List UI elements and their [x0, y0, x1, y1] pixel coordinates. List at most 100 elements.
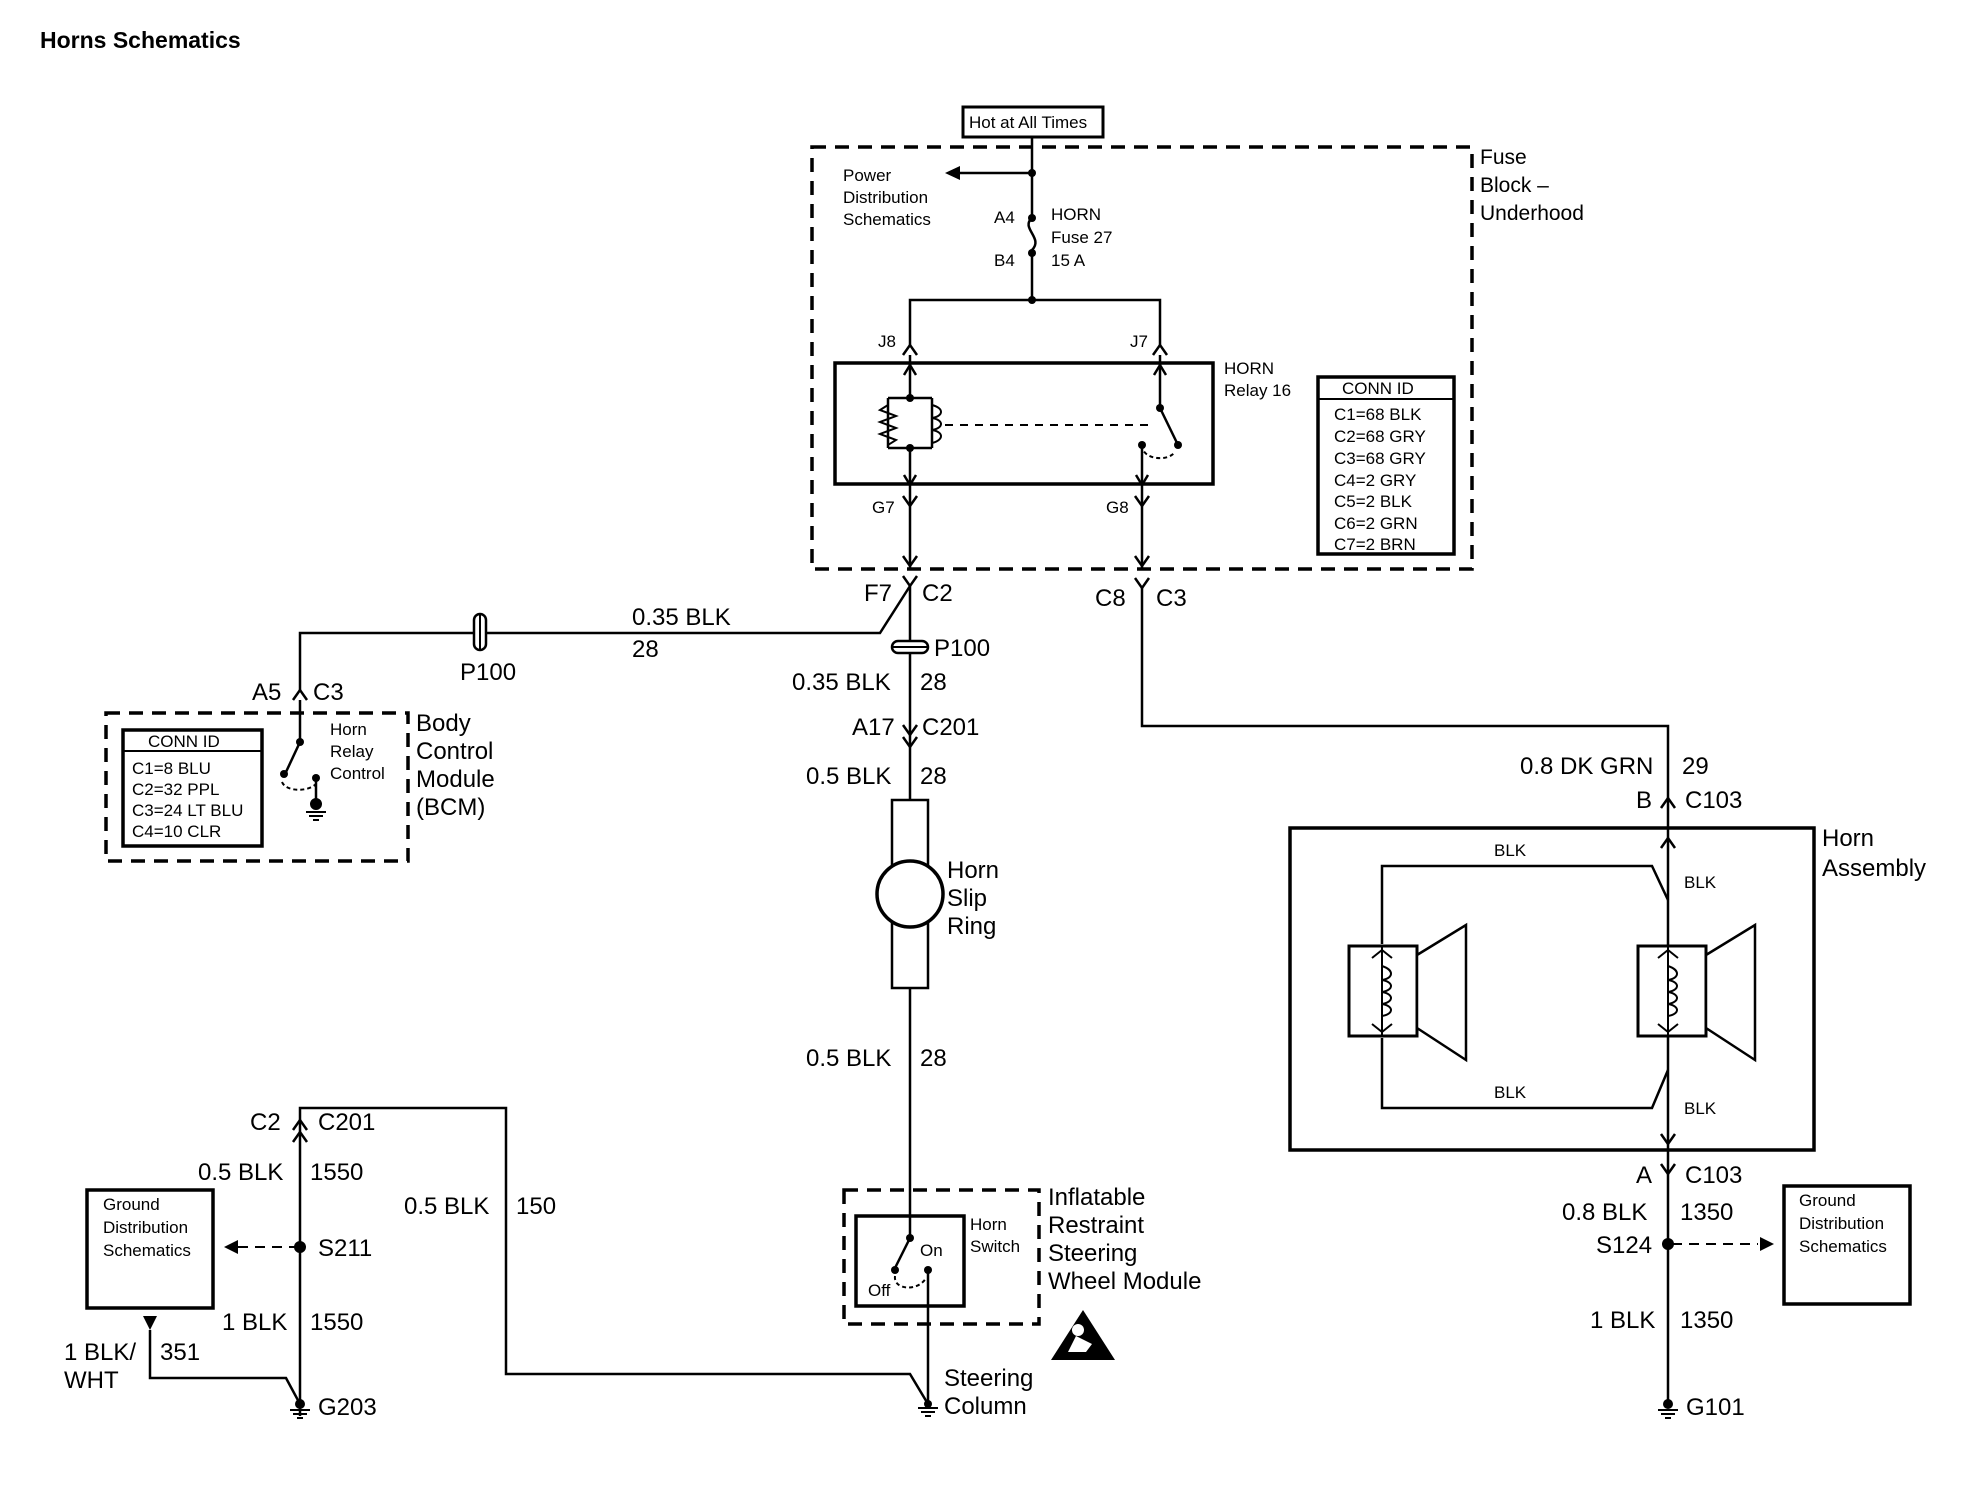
splice-s124-label: S124: [1596, 1232, 1652, 1259]
conn-c201: C201: [922, 714, 979, 741]
steering-column-label: Steering Column: [944, 1365, 1040, 1420]
ground-dist-left-arrow: [224, 1240, 238, 1254]
blk-top: BLK: [1494, 841, 1527, 860]
splice-s211-label: S211: [318, 1235, 372, 1262]
wire-08-blk: 0.8 BLK: [1562, 1199, 1647, 1226]
bcm-relay-control-label: Horn Relay Control: [330, 720, 385, 783]
horn-assembly-label: Horn Assembly: [1822, 825, 1926, 882]
page-title: Horns Schematics: [40, 27, 241, 53]
circuit-1550-b: 1550: [310, 1309, 363, 1336]
circuit-351: 351: [160, 1339, 200, 1366]
circuit-28-c: 28: [920, 763, 947, 790]
bcm-conn-id: CONN ID C1=8 BLU C2=32 PPL C3=24 LT BLU …: [121, 728, 264, 848]
conn-c3-bcm: C3: [313, 679, 344, 706]
circuit-29: 29: [1682, 753, 1709, 780]
circuit-1350-b: 1350: [1680, 1307, 1733, 1334]
relay-label: HORN Relay 16: [1224, 359, 1291, 400]
fuse-block-conn-id: CONN ID C1=68 BLK C2=68 GRY C3=68 GRY C4…: [1316, 375, 1456, 556]
wire-05-blk-150: 0.5 BLK: [404, 1193, 489, 1220]
bcm-label: Body Control Module (BCM): [416, 710, 501, 821]
pin-f7: F7: [864, 580, 892, 607]
airbag-module-label: Inflatable Restraint Steering Wheel Modu…: [1048, 1184, 1201, 1295]
fuse-pin-a4: A4: [994, 208, 1015, 227]
relay-pin-g8: G8: [1106, 498, 1129, 517]
wire-05-blk-b: 0.5 BLK: [806, 1045, 891, 1072]
horn-assembly-box: [1288, 826, 1816, 1152]
g101-ground-icon: [1658, 1409, 1678, 1419]
svg-text:C1=68 BLK C2=68 GRY: C1=68 BLK C2=68 GRY C3=68 GRY C4=2 GRY C…: [1334, 405, 1430, 554]
pin-a17: A17: [852, 714, 895, 741]
power-dist-label: Power Distribution Schematics: [843, 166, 933, 229]
g203-ground-icon: [290, 1409, 310, 1419]
splice-p100-upper: [472, 612, 488, 652]
p100-label-upper: P100: [460, 659, 516, 686]
circuit-28-b: 28: [920, 669, 947, 696]
fuse-pin-b4: B4: [994, 251, 1015, 270]
fuse-block-label: Fuse Block – Underhood: [1480, 146, 1584, 225]
wire-035-blk-b: 0.35 BLK: [792, 669, 891, 696]
splice-s211: [294, 1241, 306, 1253]
steering-column-ground-icon: [918, 1404, 938, 1417]
horn-switch-on: On: [920, 1241, 943, 1260]
pin-a: A: [1636, 1162, 1652, 1189]
bcm-ground-icon: [306, 798, 326, 821]
power-dist-arrow: [945, 166, 960, 180]
wire-1-blk-left: 1 BLK: [222, 1309, 287, 1336]
p100-label-lower: P100: [934, 635, 990, 662]
svg-text:C1=8 BLU C2=32 PPL: C1=8 BLU C2=32 PPL C3=24 LT BLU C4=10 CL…: [132, 759, 248, 841]
horn-switch-off: Off: [868, 1281, 891, 1300]
conn-c201-left: C201: [318, 1109, 375, 1136]
splice-p100-lower: [890, 639, 930, 655]
pin-c8: C8: [1095, 585, 1126, 612]
circuit-28-d: 28: [920, 1045, 947, 1072]
wire-05-blk-a: 0.5 BLK: [806, 763, 891, 790]
circuit-150: 150: [516, 1193, 556, 1220]
bcm-horn-relay-control-switch: [280, 700, 320, 800]
horn-switch-contacts: [891, 1234, 932, 1404]
wire-08-dk-grn: 0.8 DK GRN: [1520, 753, 1653, 780]
wire-1-blk-right: 1 BLK: [1590, 1307, 1655, 1334]
blk-right-bottom: BLK: [1684, 1099, 1717, 1118]
circuit-1350-a: 1350: [1680, 1199, 1733, 1226]
slip-ring-label: Horn Slip Ring: [947, 857, 1006, 940]
wire-1-blk-wht-a: 1 BLK/: [64, 1339, 136, 1366]
wire-05-blk-1550: 0.5 BLK: [198, 1159, 283, 1186]
relay-switch: [1134, 355, 1182, 492]
svg-text:Ground Distribution: Ground Distribution Schematics: [103, 1195, 193, 1260]
ground-g101-label: G101: [1686, 1394, 1745, 1421]
horn-speaker-left: [1347, 922, 1468, 1063]
steering-wheel-module-outline: [842, 1188, 1041, 1326]
conn-c103-bottom: C103: [1685, 1162, 1742, 1189]
relay-pin-j7: J7: [1130, 332, 1148, 351]
ground-dist-right-box: Ground Distribution Schematics: [1782, 1184, 1912, 1306]
ground-dist-right-arrow: [1760, 1237, 1774, 1251]
horn-relay-16: [833, 361, 1215, 486]
circuit-1550-a: 1550: [310, 1159, 363, 1186]
splice-s124: [1662, 1238, 1674, 1250]
svg-text:CONN ID: CONN ID: [1342, 379, 1414, 398]
pin-b: B: [1636, 787, 1652, 814]
horn-switch-label: Horn Switch: [970, 1215, 1020, 1256]
ground-g203-label: G203: [318, 1394, 377, 1421]
bcm-outline: [104, 711, 410, 863]
horn-speaker-right: [1636, 922, 1757, 1063]
horn-slip-ring: [875, 798, 945, 990]
wire-035-blk-a: 0.35 BLK: [632, 604, 731, 631]
relay-pin-g7: G7: [872, 498, 895, 517]
circuit-28-a: 28: [632, 636, 659, 663]
relay-coil: [877, 355, 942, 492]
horn-fuse-27: [1027, 214, 1037, 300]
pin-c2-left: C2: [250, 1109, 281, 1136]
horn-switch: [854, 1214, 966, 1308]
relay-pin-j8: J8: [878, 332, 896, 351]
svg-text:Ground Distribution: Ground Distribution Schematics: [1799, 1191, 1889, 1256]
blk-right-top: BLK: [1684, 873, 1717, 892]
fuse-label: HORN Fuse 27 15 A: [1051, 205, 1117, 270]
conn-c3: C3: [1156, 585, 1187, 612]
airbag-warning-icon: [1051, 1310, 1115, 1360]
ground-dist-left-down-arrow: [143, 1316, 157, 1330]
power-source-label: Hot at All Times: [969, 113, 1087, 132]
blk-bottom: BLK: [1494, 1083, 1527, 1102]
ground-dist-left-box: Ground Distribution Schematics: [85, 1188, 215, 1310]
